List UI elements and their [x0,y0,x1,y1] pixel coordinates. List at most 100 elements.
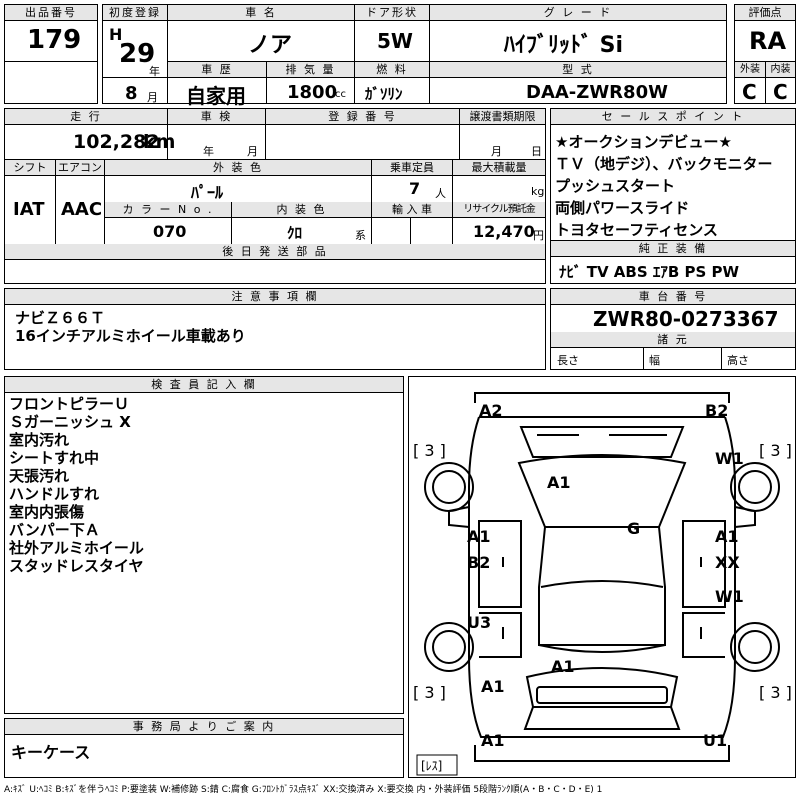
spec-length: 長さ [557,354,579,367]
color-label: 外 装 色 [105,160,371,176]
sales-box: セ ー ル ス ポ イ ン ト ★オークションデビュー★ ＴＶ（地デジ）、バック… [550,108,796,241]
insp-year: 年 [203,145,214,158]
car-outline-drawing [416,392,780,776]
inspector-note: 室内汚れ [9,431,70,449]
chassis-number: ZWR80-0273367 [593,307,779,331]
header-table: 出品番号 179 初度登録 H 29 年 8 月 車 名 ノア ドア形状 5W … [4,4,796,108]
int-grade: C [773,80,788,104]
details-table: 走 行 102,282 km 車 検 年 月 登 録 番 号 譲渡書類期限 月 … [4,108,546,284]
office-label: 事 務 局 よ り ご 案 内 [5,719,403,735]
inspector-note: ハンドルすれ [9,485,100,503]
lot-number: 179 [27,25,82,55]
month-unit: 月 [147,91,158,104]
first-reg-cell: 初度登録 H 29 年 8 月 [102,4,168,104]
later-label: 後 日 発 送 部 品 [5,244,545,260]
model-label: 型 式 [430,62,726,78]
damage-a1-rear-left: A1 [481,677,505,696]
inspector-note: スタッドレスタイヤ [9,557,144,575]
inspector-note: 天張汚れ [9,467,70,485]
int-label: 内装 [766,62,795,78]
displacement-label: 排 気 量 [267,62,354,78]
era: H [109,25,123,44]
color: ﾊﾟｰﾙ [191,183,224,202]
inspector-box: 検 査 員 記 入 欄 フロントピラーＵ Ｓガーニッシュ X 室内汚れ シートす… [4,376,404,714]
ac: AAC [61,199,103,220]
insp-month: 月 [247,145,258,158]
damage-w1-front: W1 [715,449,744,468]
ext-grade: C [742,80,757,104]
caution-line: ナビＺ６６Ｔ [15,309,106,327]
office-text: キーケース [11,743,91,762]
int-cell: 内装 C [765,61,796,104]
inspector-note: バンパー下Ａ [9,521,100,539]
mileage-unit: km [143,131,176,153]
interior-label: 内 装 色 [232,202,371,218]
sales-point: トヨタセーフティセンス [555,221,718,239]
recycle: 12,470 [473,222,535,241]
history-label: 車 歴 [168,62,266,78]
car-name-cell: 車 名 ノア [167,4,355,62]
interior-unit: 系 [355,229,366,242]
tr-day: 日 [531,145,542,158]
damage-u3-left: U3 [467,613,492,632]
shift-label: シフト [5,160,55,176]
car-name-label: 車 名 [168,5,354,21]
interior: ｸﾛ [287,224,303,242]
reg-label: 登 録 番 号 [266,109,459,125]
inspection-label: 車 検 [168,109,265,125]
chassis-label: 車 台 番 号 [551,289,795,305]
tire-tread-fr: [ 3 ] [759,441,792,460]
recycle-label: リサイクル預託金 [453,202,545,218]
door-type: 5W [377,29,413,53]
score-label: 評価点 [735,5,795,21]
damage-b2: B2 [705,401,729,420]
sales-point: プッシュスタート [555,177,676,195]
damage-xx-right: XX [715,553,740,572]
tr-month: 月 [491,145,502,158]
grade-label: グ レ ー ド [430,5,726,21]
inspector-note: 室内内張傷 [9,503,85,521]
damage-b2-left: B2 [467,553,491,572]
car-diagram: A2 B2 [ 3 ] [ 3 ] W1 A1 G A1 B2 A1 XX W1… [408,376,796,778]
load-label: 最大積載量 [453,160,545,176]
specs-label: 諸 元 [551,332,795,348]
fuel: ｶﾞｿﾘﾝ [365,85,403,103]
damage-a1-hood: A1 [547,473,571,492]
capacity-label: 乗車定員 [372,160,452,176]
damage-w1-right: W1 [715,587,744,606]
damage-a1-right: A1 [715,527,739,546]
ext-label: 外装 [735,62,765,78]
sales-label: セ ー ル ス ポ イ ン ト [551,109,795,125]
spare-tire-label: [ﾚｽ] [421,759,443,773]
equipment-label: 純 正 装 備 [551,241,795,257]
history-cell: 車 歴 自家用 [167,61,267,108]
mileage-label: 走 行 [5,109,167,125]
model-cell: 型 式 DAA-ZWR80W [429,61,727,104]
displacement-cell: 排 気 量 1800 cc [266,61,355,104]
tire-tread-fl: [ 3 ] [413,441,446,460]
fuel-cell: 燃 料 ｶﾞｿﾘﾝ [354,61,430,104]
year: 29 [119,39,156,69]
history: 自家用 [186,84,246,108]
shift: IAT [13,199,45,220]
equipment-box: 純 正 装 備 ﾅﾋﾞ TV ABS ｴｱB PS PW [550,240,796,284]
grade-cell: グ レ ー ド ﾊｲﾌﾞﾘｯﾄﾞ Si [429,4,727,62]
lot-cell: 出品番号 179 [4,4,98,62]
damage-a1-left: A1 [467,527,491,546]
score: RA [749,27,787,55]
sales-points: ★オークションデビュー★ ＴＶ（地デジ）、バックモニター プッシュスタート 両側… [555,131,773,241]
colorno-label: カ ラ ー N o . [105,202,231,218]
inspector-note: 社外アルミホイール [9,539,144,557]
equipment: ﾅﾋﾞ TV ABS ｴｱB PS PW [559,263,740,281]
capacity-unit: 人 [435,187,446,200]
damage-a1-bumper-left: A1 [481,731,505,750]
year-unit: 年 [149,65,160,78]
ac-label: エアコン [56,160,104,176]
colorno: 070 [153,222,187,241]
load-unit: kg [531,185,545,198]
displacement: 1800 [287,82,338,103]
first-reg-label: 初度登録 [103,5,167,21]
score-cell: 評価点 RA [734,4,796,62]
lot-label: 出品番号 [5,5,97,21]
caution-box: 注 意 事 項 欄 ナビＺ６６Ｔ 16インチアルミホイール車載あり [4,288,546,370]
